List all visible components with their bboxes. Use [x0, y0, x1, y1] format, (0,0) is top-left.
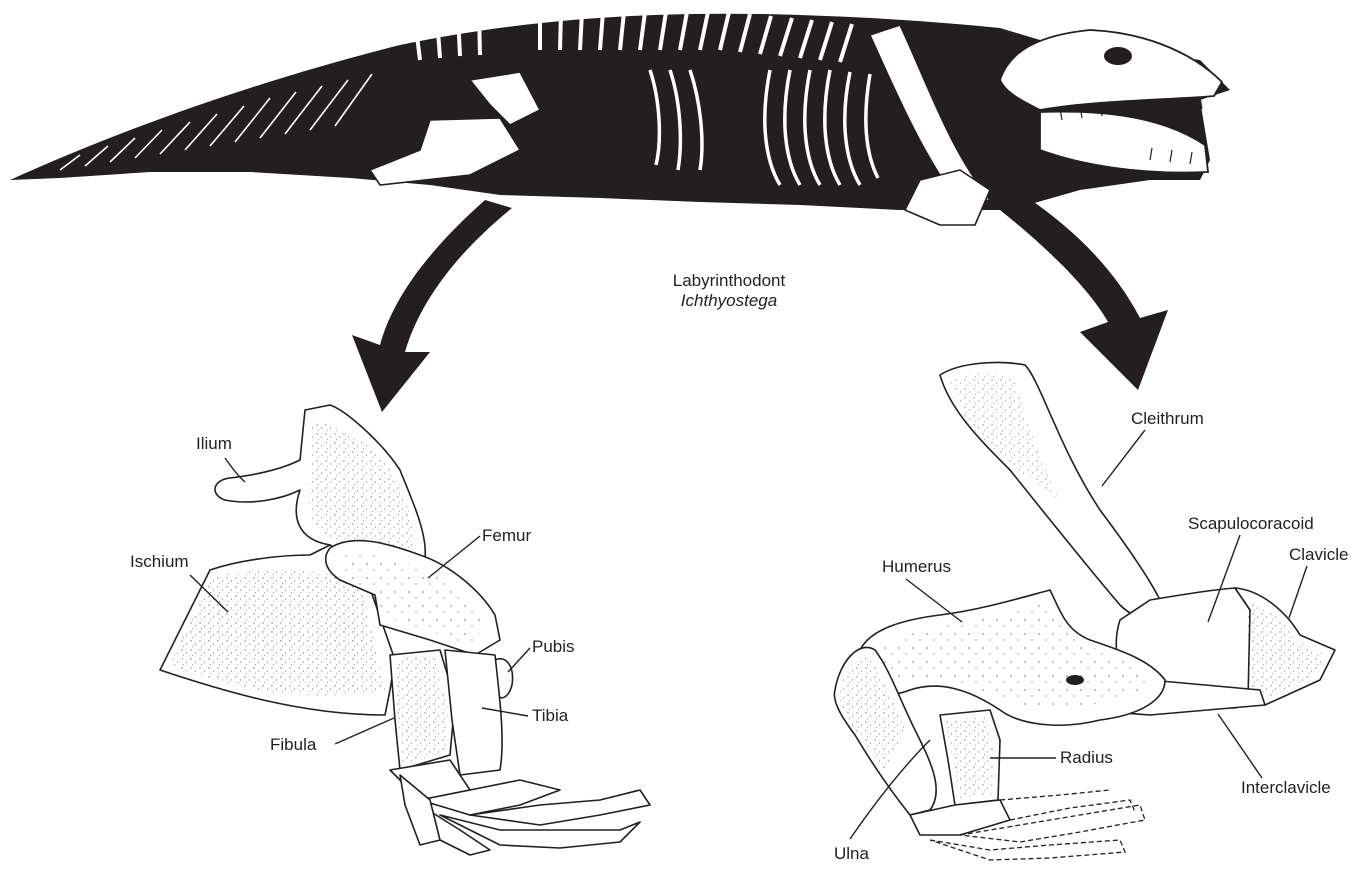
- caption-line2: Ichthyostega: [681, 291, 777, 310]
- leader-cleithrum: [1102, 430, 1145, 486]
- label-ischium: Ischium: [130, 552, 189, 571]
- fore-foot-dashed: [910, 790, 1145, 860]
- arrow-right: [1000, 198, 1168, 390]
- tibia-bone: [445, 650, 502, 775]
- label-humerus: Humerus: [882, 557, 951, 576]
- leader-interclavicle: [1218, 714, 1262, 778]
- label-radius: Radius: [1060, 748, 1113, 767]
- caption-line1: Labyrinthodont: [673, 271, 786, 290]
- eye-socket: [1104, 47, 1132, 65]
- label-cleithrum: Cleithrum: [1131, 409, 1204, 428]
- label-fibula: Fibula: [270, 735, 317, 754]
- label-ulna: Ulna: [834, 844, 870, 863]
- humerus-foramen: [1066, 675, 1084, 685]
- ichthyostega-skeleton: [10, 12, 1230, 225]
- label-femur: Femur: [482, 526, 531, 545]
- label-scapulocoracoid: Scapulocoracoid: [1188, 514, 1314, 533]
- arrow-left: [352, 200, 512, 412]
- leader-clavicle: [1289, 566, 1307, 618]
- label-interclavicle: Interclavicle: [1241, 778, 1331, 797]
- hind-foot: [390, 760, 650, 855]
- pelvic-girdle-detail: [160, 405, 650, 855]
- leader-fibula: [335, 718, 394, 744]
- label-tibia: Tibia: [532, 706, 569, 725]
- label-pubis: Pubis: [532, 637, 575, 656]
- leader-pubis: [508, 648, 530, 672]
- label-ilium: Ilium: [196, 434, 232, 453]
- label-clavicle: Clavicle: [1289, 545, 1349, 564]
